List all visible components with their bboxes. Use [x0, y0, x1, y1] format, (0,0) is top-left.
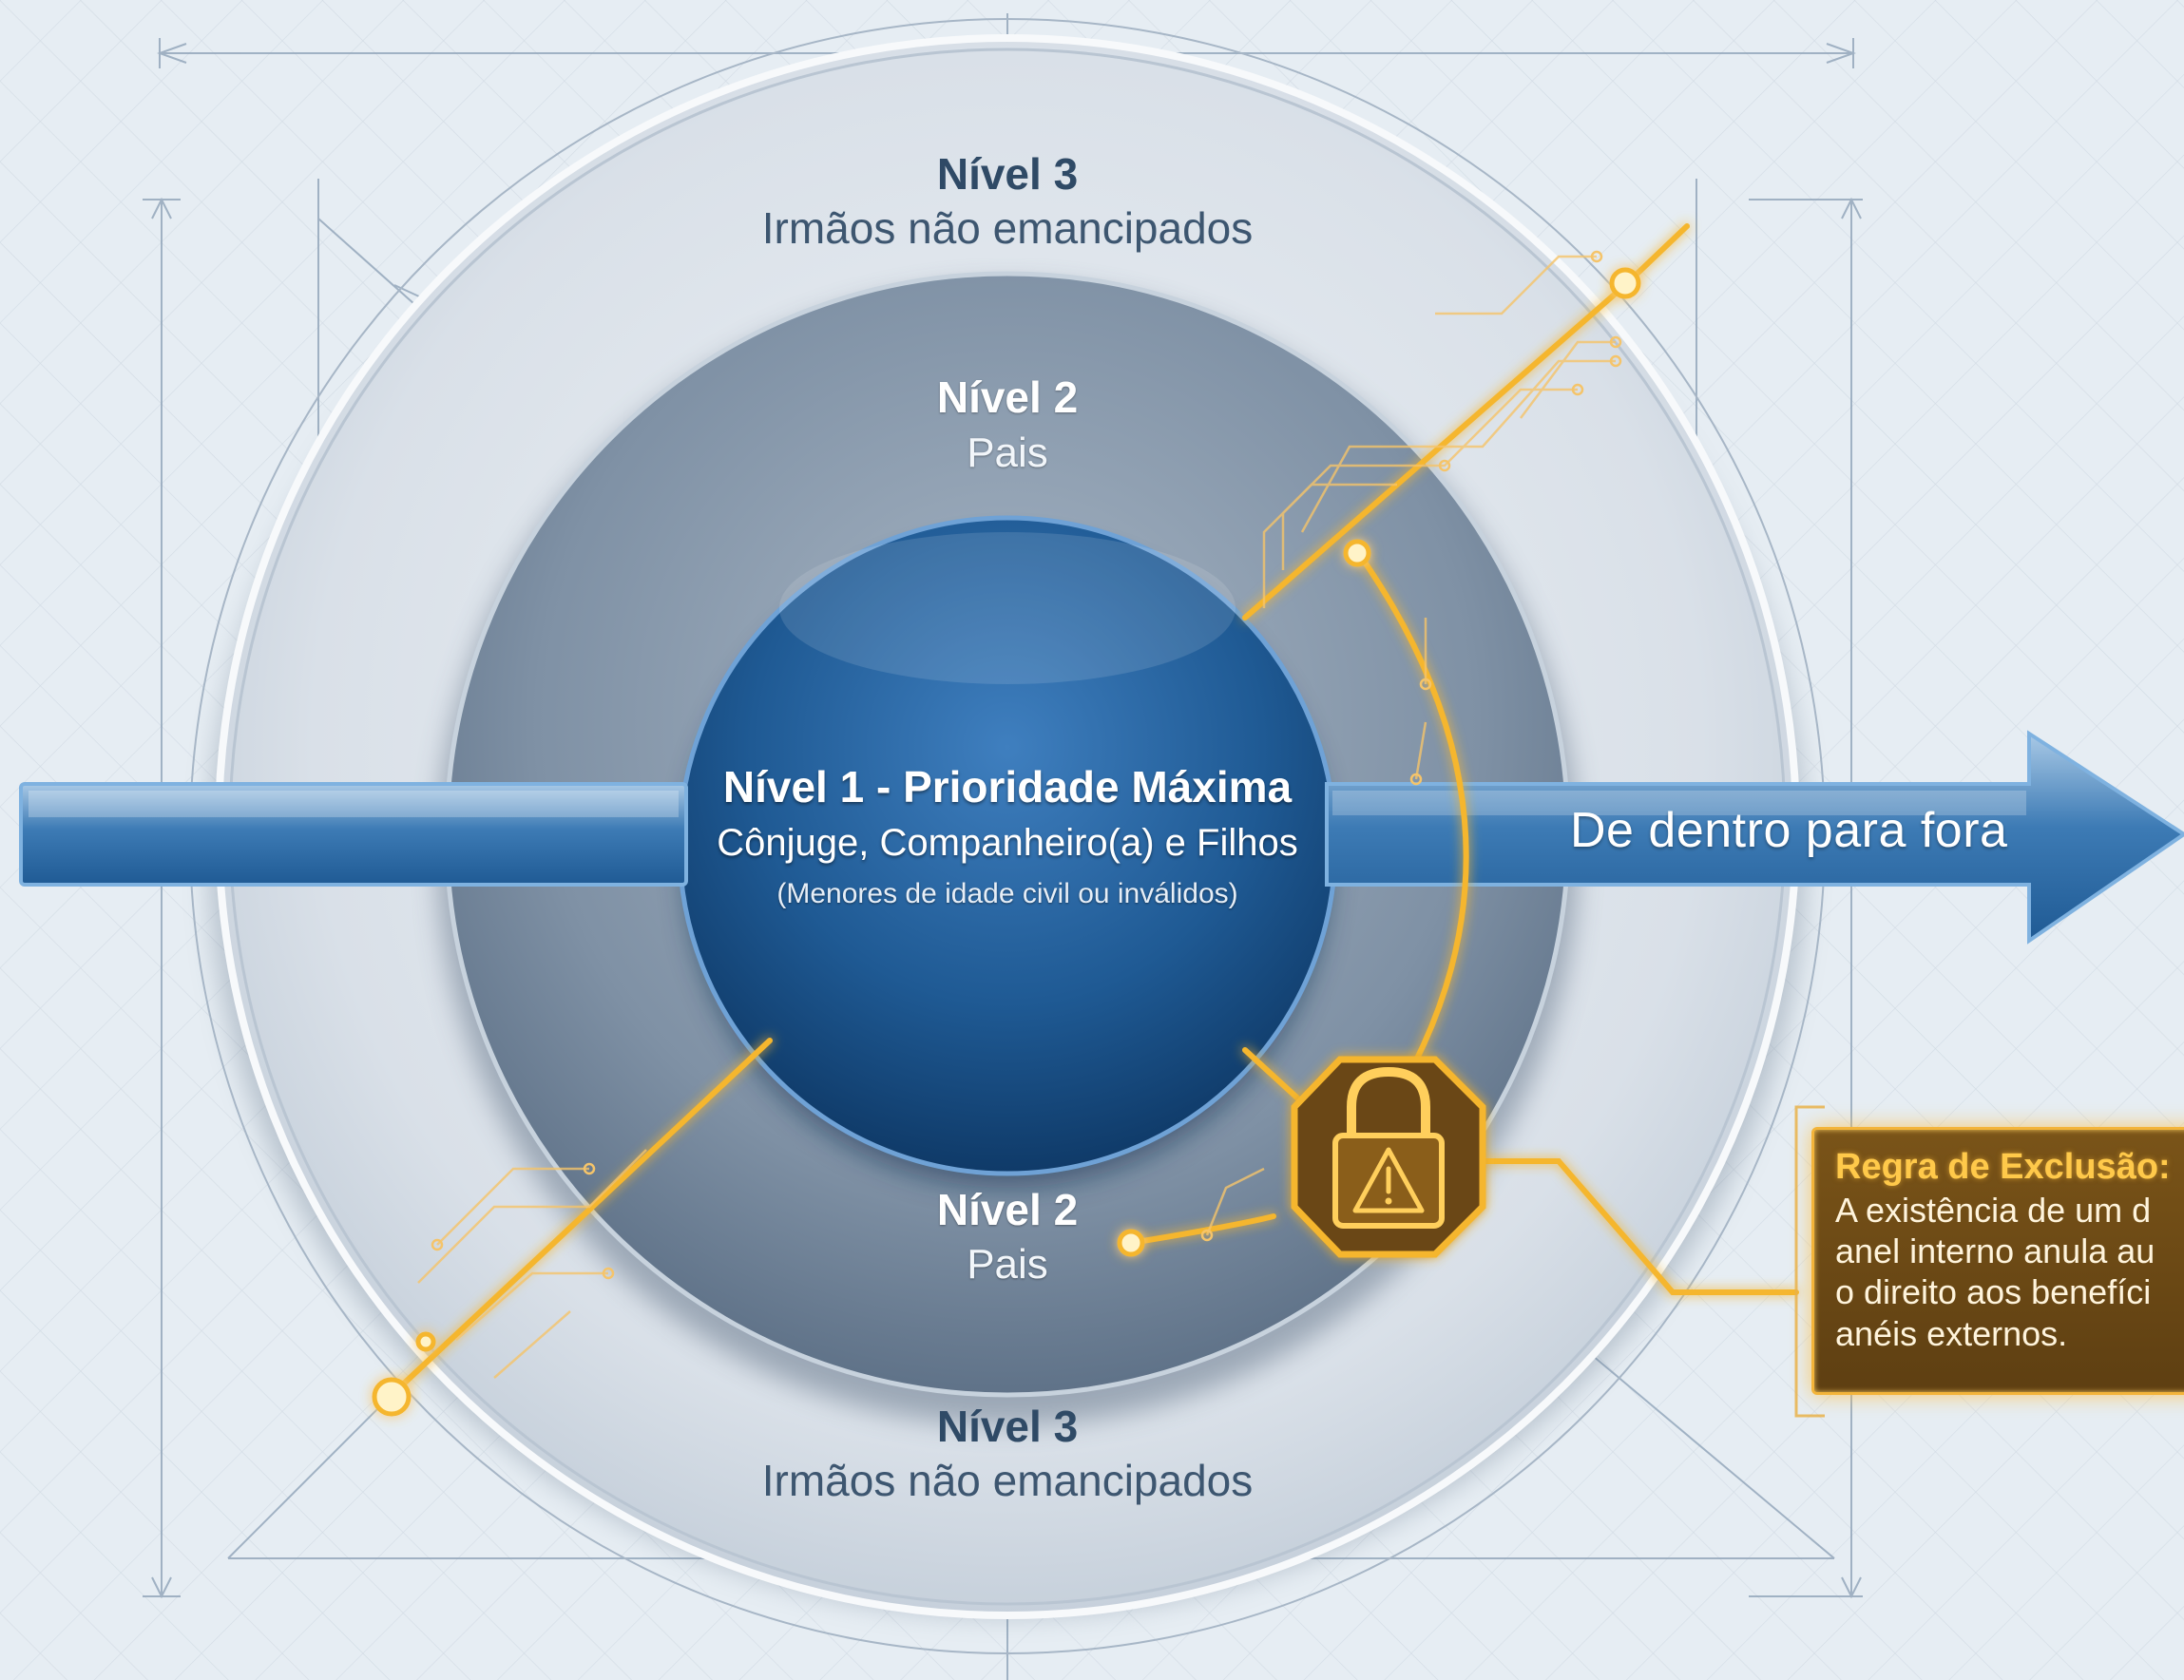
lock-warning-icon — [1291, 1056, 1486, 1258]
rule-line: anel interno anula au — [1835, 1231, 2155, 1271]
rule-line: anéis externos. — [1835, 1313, 2068, 1353]
level-2-bottom-title: Nível 2 — [936, 1185, 1079, 1234]
exclusion-circuit — [387, 223, 1799, 1400]
arrow-label: De dentro para fora — [1570, 803, 2008, 858]
level-3-bottom-subtitle: Irmãos não emancipados — [761, 1456, 1254, 1505]
rule-line: o direito aos benefíci — [1835, 1272, 2152, 1312]
rule-bracket — [1794, 1105, 1825, 1418]
direction-arrow — [19, 730, 2184, 945]
rule-line: A existência de um d — [1835, 1191, 2152, 1230]
exclusion-rule-box: Regra de Exclusão: A existência de um d … — [1811, 1127, 2184, 1395]
level-2-bottom-subtitle: Pais — [967, 1241, 1048, 1288]
rule-body: A existência de um d anel interno anula … — [1835, 1190, 2184, 1354]
level-1-title: Nível 1 - Prioridade Máxima — [722, 762, 1293, 811]
circuit-traces — [417, 255, 1616, 1379]
circuit-small-nodes — [431, 250, 1622, 1280]
level-3-bottom-title: Nível 3 — [936, 1402, 1079, 1451]
level-2-top-subtitle: Pais — [967, 430, 1048, 476]
level-1-note: (Menores de idade civil ou inválidos) — [776, 878, 1238, 909]
circuit-nodes — [372, 267, 1641, 1417]
center-highlight — [779, 532, 1236, 684]
level-1-subtitle: Cônjuge, Companheiro(a) e Filhos — [717, 822, 1298, 864]
level-3-top-title: Nível 3 — [936, 149, 1079, 199]
level-3-top-subtitle: Irmãos não emancipados — [761, 203, 1254, 253]
level-2-top-title: Nível 2 — [936, 372, 1079, 422]
rule-title: Regra de Exclusão: — [1835, 1147, 2171, 1187]
